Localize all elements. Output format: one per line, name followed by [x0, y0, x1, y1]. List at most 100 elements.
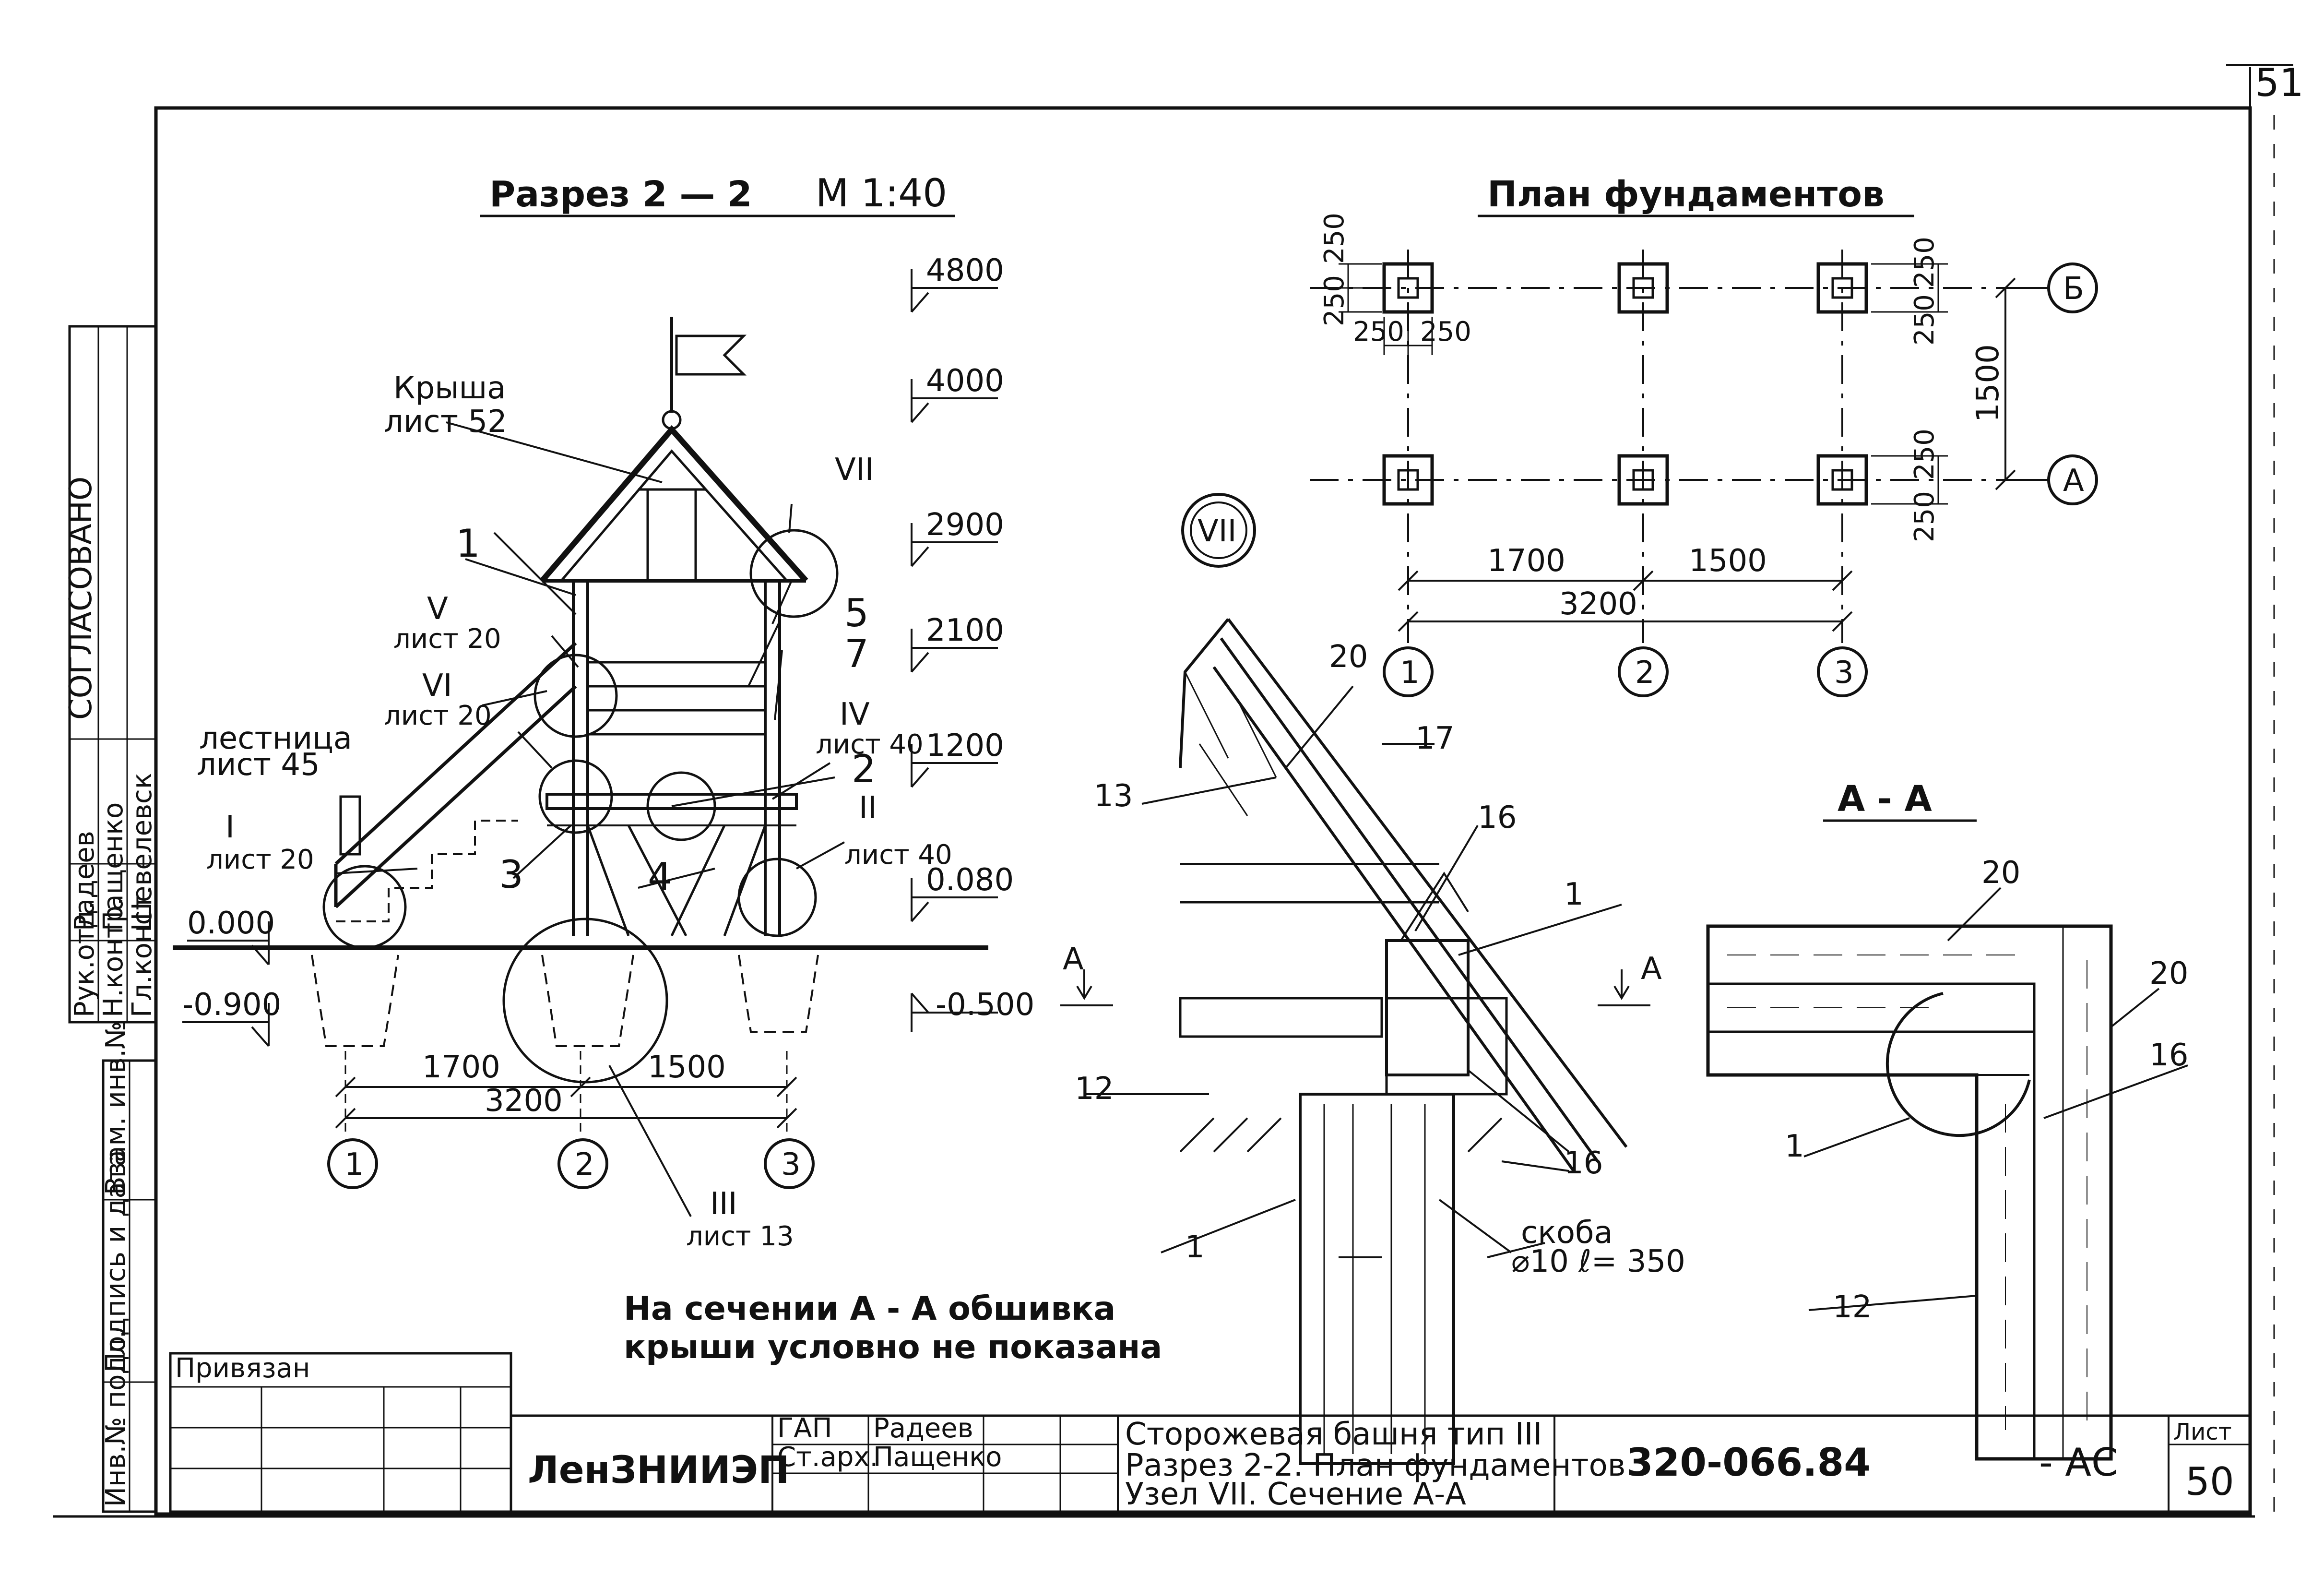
foundation-plan-drawing — [1310, 250, 2098, 697]
callout-iii-sheet: лист 13 — [686, 1221, 794, 1252]
item-4: 4 — [648, 855, 672, 899]
drawing-mark: - АС — [2039, 1440, 2118, 1485]
plan-dim-250-f: 250 — [1909, 294, 1940, 346]
callout-i-num: I — [225, 810, 235, 845]
section-aa-title: А - А — [1838, 778, 1932, 820]
level-marks — [182, 269, 998, 1047]
stamp-role-2: Н.контр. — [98, 897, 129, 1017]
plan-dim-1500-vertical: 1500 — [1970, 344, 2006, 422]
level-minus-0500: -0.500 — [936, 987, 1034, 1023]
privyazan-label: Привязан — [175, 1353, 310, 1384]
aa-item-20-right: 20 — [2149, 956, 2188, 991]
stair-sheet-ref: лист 45 — [197, 747, 320, 783]
level-1200: 1200 — [926, 728, 1004, 764]
agreed-stamp-title: СОГЛАСОВАНО — [63, 477, 99, 720]
drawing-code: 320-066.84 — [1626, 1440, 1871, 1485]
note-line-2: крыши условно не показана — [624, 1328, 1162, 1366]
level-0000: 0.000 — [187, 906, 275, 941]
plan-axis-2: 2 — [1635, 655, 1655, 691]
section-aa-drawing — [1706, 887, 2188, 1461]
dim-1700: 1700 — [422, 1050, 500, 1085]
aa-item-20-top: 20 — [1981, 855, 2020, 891]
plan-dim-250-h: 250 — [1909, 491, 1940, 542]
node-vii-drawing — [1060, 493, 1650, 1465]
dim-3200: 3200 — [485, 1083, 563, 1119]
sheet-label: Лист — [2173, 1419, 2232, 1445]
plan-axis-3: 3 — [1834, 655, 1854, 691]
title-role-1: ГАП — [777, 1413, 832, 1444]
note-line-1: На сечении А - А обшивка — [624, 1290, 1115, 1328]
node-item-16-bottom: 16 — [1564, 1146, 1603, 1181]
title-name-2: Пащенко — [873, 1442, 1002, 1473]
drawing-title-line-1: Сторожевая башня тип III — [1125, 1417, 1542, 1452]
callout-v-num: V — [427, 591, 448, 627]
plan-dim-250-c: 250 — [1353, 316, 1404, 347]
plan-axis-b: Б — [2063, 271, 2084, 307]
item-5: 5 — [844, 591, 869, 635]
sheet-number: 50 — [2185, 1459, 2234, 1504]
aa-item-12: 12 — [1833, 1289, 1872, 1325]
stair-label: лестница — [199, 721, 352, 756]
plan-dim-3200: 3200 — [1559, 586, 1637, 622]
stamp-col-inv: Инв.№ подл. — [100, 1330, 131, 1507]
callout-i-sheet: лист 20 — [206, 844, 314, 875]
stamp-name-2: Пащенко — [98, 802, 129, 931]
title-role-2: Ст.арх. — [777, 1442, 878, 1473]
node-section-mark-left: А — [1063, 942, 1084, 977]
item-3: 3 — [499, 852, 523, 897]
aa-item-16: 16 — [2149, 1038, 2188, 1073]
level-4000: 4000 — [926, 363, 1004, 399]
bracket-label: скоба — [1521, 1215, 1613, 1251]
title-block — [169, 1352, 2252, 1513]
callout-iv-sheet: лист 40 — [816, 729, 924, 760]
node-item-1-bottom: 1 — [1185, 1229, 1205, 1265]
item-1: 1 — [456, 521, 480, 566]
plan-title: План фундаментов — [1487, 174, 1885, 215]
axis-2: 2 — [575, 1147, 594, 1182]
node-item-12: 12 — [1075, 1071, 1114, 1107]
stamp-col-replace: Взам. инв.№ — [100, 1021, 131, 1195]
level-minus-0900: -0.900 — [182, 987, 281, 1023]
level-2900: 2900 — [926, 507, 1004, 543]
plan-axis-a: А — [2063, 463, 2084, 499]
callout-iv-num: IV — [840, 697, 870, 732]
node-item-17: 17 — [1415, 721, 1454, 756]
callout-ii-sheet: лист 40 — [844, 839, 952, 871]
level-0080: 0.080 — [926, 862, 1014, 898]
plan-dim-250-a: 250 — [1319, 213, 1350, 264]
plan-dim-250-b: 250 — [1319, 275, 1350, 326]
level-2100: 2100 — [926, 613, 1004, 648]
callout-ii-num: II — [859, 790, 877, 826]
stamp-name-3: Шевелевск — [127, 773, 158, 931]
title-name-1: Радеев — [873, 1413, 973, 1444]
callout-v-sheet: лист 20 — [393, 623, 501, 655]
section-2-2-drawing — [173, 317, 988, 1217]
plan-dim-1500: 1500 — [1689, 543, 1767, 579]
sheet-frame — [53, 64, 2293, 1518]
plan-dim-1700: 1700 — [1487, 543, 1565, 579]
organization-name: ЛенЗНИИЭП — [528, 1449, 789, 1492]
section-scale: М 1:40 — [816, 171, 947, 215]
roof-sheet-ref: лист 52 — [384, 404, 507, 440]
callout-vii-num: VII — [835, 452, 874, 488]
dim-1500: 1500 — [648, 1050, 726, 1085]
stamp-name-1: Радеев — [69, 831, 100, 931]
stamp-role-1: Рук.отд. — [69, 901, 100, 1017]
node-vii-label: VII — [1198, 513, 1237, 549]
callout-vi-sheet: лист 20 — [384, 700, 492, 731]
drawing-title-line-2: Разрез 2-2. План фундаментов — [1125, 1448, 1625, 1483]
axis-1: 1 — [344, 1147, 364, 1182]
plan-dim-250-e: 250 — [1909, 237, 1940, 288]
plan-axis-1: 1 — [1400, 655, 1420, 691]
level-4800: 4800 — [926, 253, 1004, 288]
node-item-13: 13 — [1094, 778, 1133, 814]
callout-iii-num: III — [710, 1186, 737, 1222]
stamp-role-3: Гл.конст. — [127, 886, 158, 1017]
axis-3: 3 — [781, 1147, 801, 1182]
aa-item-1: 1 — [1785, 1129, 1804, 1164]
item-2: 2 — [852, 747, 876, 791]
page-corner-number: 51 — [2255, 60, 2304, 105]
node-item-20: 20 — [1329, 639, 1368, 675]
node-item-1-right: 1 — [1564, 877, 1584, 912]
